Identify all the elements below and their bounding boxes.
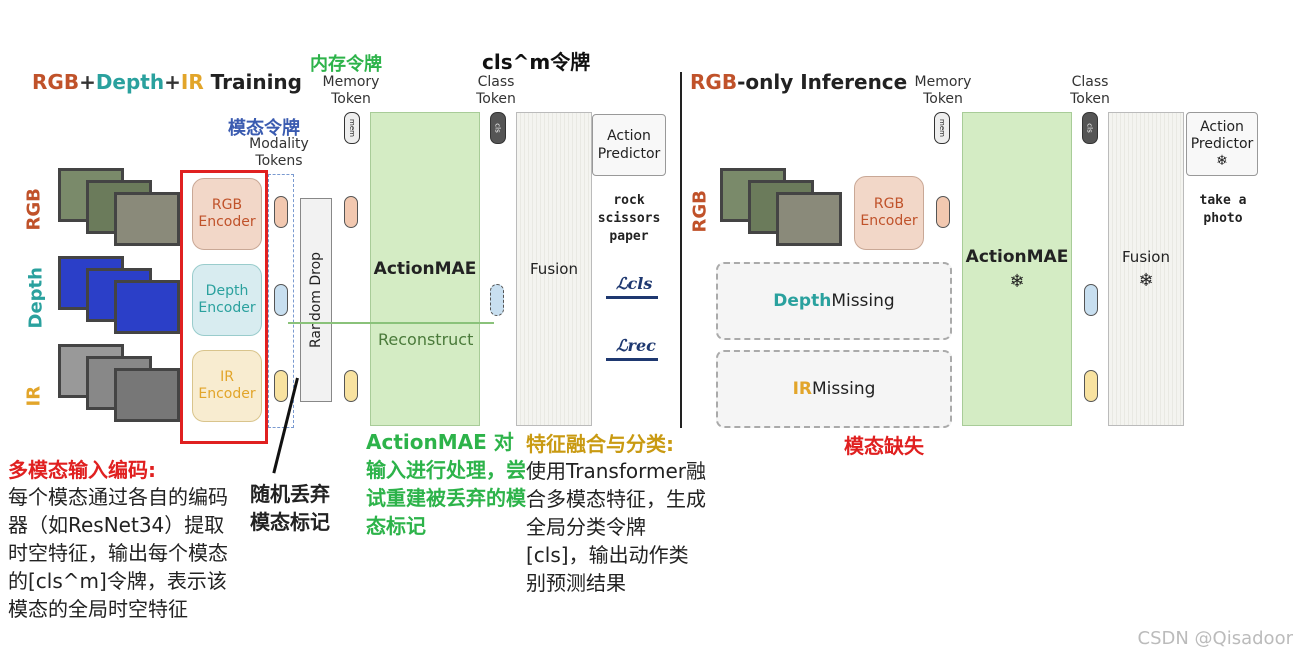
depth-modality-token <box>274 284 288 316</box>
action-predictor: Action Predictor <box>592 114 666 176</box>
inference-mem-icon-text: mem <box>938 119 947 137</box>
rgb-encoder: RGB Encoder <box>192 178 262 250</box>
row-label-ir: IR <box>23 385 45 407</box>
inference-class-token-icon: cls <box>1082 112 1098 144</box>
missing-cn-label: 模态缺失 <box>844 434 924 458</box>
rgb-encoder-label: RGB Encoder <box>198 197 256 230</box>
annotation-fusion-title: 特征融合与分类: <box>526 432 674 456</box>
actionmae-label: ActionMAE <box>373 259 477 279</box>
inference-rgb-encoder-label: RGB Encoder <box>860 196 918 229</box>
title-rgb: RGB <box>32 70 80 94</box>
actionmae-block: ActionMAE <box>370 112 480 426</box>
dropped-ir-token <box>344 370 358 402</box>
inference-depth-token <box>1084 284 1098 316</box>
inference-title: RGB-only Inference <box>690 70 907 94</box>
fusion-block: Fusion <box>516 112 592 426</box>
encoder-highlight-box <box>180 170 268 444</box>
inference-action-predictor: Action Predictor ❄ <box>1186 112 1258 176</box>
annotation-fusion: 特征融合与分类: 使用Transformer融合多模态特征，生成全局分类令牌[c… <box>526 428 706 597</box>
depth-missing-box: Depth Missing <box>716 262 952 340</box>
annotation-encoding-title: 多模态输入编码: <box>8 458 156 482</box>
mem-icon-text: mem <box>348 119 357 137</box>
inference-actionmae-label: ActionMAE <box>965 246 1069 267</box>
annotation-fusion-body: 使用Transformer融合多模态特征，生成全局分类令牌[cls]，输出动作类… <box>526 459 707 595</box>
inference-actionmae-block: ActionMAE ❄ <box>962 112 1072 426</box>
annotation-encoding-body: 每个模态通过各自的编码器（如ResNet34）提取时空特征，输出每个模态的[cl… <box>8 485 228 621</box>
title-ir: IR <box>180 70 204 94</box>
inference-memory-label: Memory Token <box>914 74 972 107</box>
class-en-label: Class Token <box>476 74 516 107</box>
actionmae-frozen-icon: ❄ <box>1009 270 1025 292</box>
depth-missing-mod: Depth <box>773 291 832 311</box>
inference-title-rgb: RGB <box>690 70 738 94</box>
annotation-random-drop: 随机丢弃 模态标记 <box>250 482 330 534</box>
annotation-actionmae: ActionMAE 对输入进行处理，尝试重建被丢弃的模态标记 <box>366 430 526 538</box>
section-divider <box>680 72 682 428</box>
predictor-frozen-icon: ❄ <box>1216 153 1228 169</box>
predictor-label: Action Predictor <box>597 128 661 162</box>
title-plus: + <box>79 70 96 94</box>
row-label-depth: Depth <box>25 267 47 329</box>
inference-cls-icon-text: cls <box>1085 123 1094 133</box>
inference-class-label: Class Token <box>1070 74 1110 107</box>
inference-row-label-rgb: RGB <box>689 190 711 233</box>
memory-en-label: Memory Token <box>322 74 380 107</box>
training-title: RGB+Depth+IR Training <box>32 70 302 94</box>
predictions: rock scissors paper <box>597 193 661 244</box>
modality-en-label: Modality Tokens <box>249 136 309 169</box>
title-training: Training <box>203 70 302 94</box>
fusion-frozen-icon: ❄ <box>1138 269 1154 291</box>
annotation-encoding: 多模态输入编码: 每个模态通过各自的编码器（如ResNet34）提取时空特征，输… <box>8 454 244 623</box>
class-token-icon: cls <box>490 112 506 144</box>
ir-missing-mod: IR <box>792 379 812 399</box>
ir-missing-word: Missing <box>812 379 876 399</box>
cls-icon-text: cls <box>493 123 502 133</box>
modality-token-dashed-box <box>268 174 294 428</box>
loss-rec-arrow <box>606 358 658 361</box>
ir-missing-box: IR Missing <box>716 350 952 428</box>
inference-memory-token-icon: mem <box>934 112 950 144</box>
memory-cn-label: 内存令牌 <box>310 54 382 75</box>
loss-rec-label: ℒrec <box>616 336 656 355</box>
reconstructed-depth-token <box>490 284 504 316</box>
title-plus-2: + <box>164 70 181 94</box>
fusion-label: Fusion <box>530 260 578 278</box>
depth-encoder: Depth Encoder <box>192 264 262 336</box>
inference-ir-token <box>1084 370 1098 402</box>
dropped-rgb-token <box>344 196 358 228</box>
ir-encoder-label: IR Encoder <box>198 369 256 402</box>
inference-predictor-label: Action Predictor <box>1190 119 1254 152</box>
row-label-rgb: RGB <box>23 188 45 231</box>
reconstruct-label: Reconstruct <box>378 330 474 349</box>
title-depth: Depth <box>95 70 165 94</box>
watermark: CSDN @Qisadoor <box>1137 628 1293 649</box>
rgb-modality-token <box>274 196 288 228</box>
random-drop-label: Random Drop <box>308 251 324 349</box>
depth-encoder-label: Depth Encoder <box>198 283 256 316</box>
ir-encoder: IR Encoder <box>192 350 262 422</box>
inference-rgb-encoder: RGB Encoder <box>854 176 924 250</box>
modality-cn-label: 模态令牌 <box>228 118 300 139</box>
depth-missing-word: Missing <box>831 291 895 311</box>
ir-modality-token <box>274 370 288 402</box>
inference-title-rest: -only Inference <box>737 70 908 94</box>
loss-cls-arrow <box>606 296 658 299</box>
memory-token-icon: mem <box>344 112 360 144</box>
reconstruct-arrow <box>288 322 494 324</box>
loss-cls-label: ℒcls <box>616 274 653 293</box>
cls-cn-label: cls^m令牌 <box>482 50 591 74</box>
inference-rgb-token <box>936 196 950 228</box>
inference-prediction: take a photo <box>1199 193 1247 226</box>
inference-fusion-block: Fusion ❄ <box>1108 112 1184 426</box>
inference-fusion-label: Fusion <box>1122 247 1170 266</box>
random-drop-block: Random Drop <box>300 198 332 402</box>
